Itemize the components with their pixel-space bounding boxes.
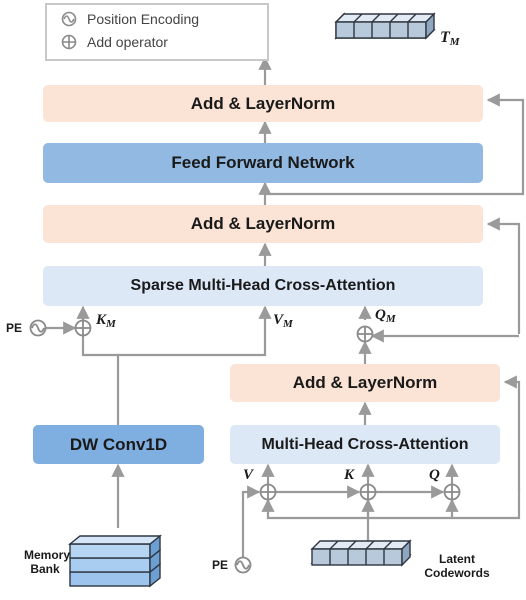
vm-label-base: V (273, 312, 284, 328)
residual-inner-attn (503, 375, 521, 490)
vm-label: VM (273, 312, 293, 330)
legend-label-add-operator: Add operator (87, 34, 168, 50)
add-operator-v (259, 483, 277, 501)
add-layernorm-inner: Add & LayerNorm (230, 364, 500, 402)
feed-forward-network-label: Feed Forward Network (171, 153, 355, 172)
output-label-base: T (440, 29, 450, 46)
km-label-sub: M (106, 318, 116, 330)
memory-bank-label-line1: Memory (24, 548, 71, 562)
latent-codewords-label-line1: Latent (439, 552, 475, 566)
add-layernorm-top-label: Add & LayerNorm (190, 93, 336, 113)
pe-symbol-bottom (234, 556, 252, 574)
add-layernorm-middle: Add & LayerNorm (43, 205, 483, 243)
sparse-cross-attention: Sparse Multi-Head Cross-Attention (43, 266, 483, 306)
qm-label-base: Q (375, 307, 386, 323)
residual-sparse-attn (486, 217, 521, 334)
dw-conv1d-label: DW Conv1D (69, 434, 168, 454)
add-operator-km (74, 319, 92, 337)
legend-item-position-encoding: Position Encoding (61, 11, 199, 27)
km-label: KM (96, 312, 116, 330)
output-label: TM (440, 29, 460, 48)
output-label-sub: M (449, 36, 460, 48)
add-operator-qm (356, 325, 374, 343)
multi-head-cross-attention: Multi-Head Cross-Attention (230, 425, 500, 464)
latent-to-residual (452, 488, 521, 520)
add-operator-k (359, 483, 377, 501)
pe-left-label: PE (6, 321, 23, 335)
residual-ffn (265, 93, 525, 196)
feed-forward-network: Feed Forward Network (43, 143, 483, 183)
add-operator-icon (61, 34, 77, 50)
add-operator-q (443, 483, 461, 501)
pe-symbol-left (29, 319, 47, 337)
pe-bottom-wire (241, 485, 261, 558)
sparse-cross-attention-label: Sparse Multi-Head Cross-Attention (130, 277, 396, 294)
dw-conv1d: DW Conv1D (33, 425, 204, 464)
latent-codewords-icon (310, 539, 412, 567)
latent-codewords-label-line2: Codewords (424, 566, 490, 581)
dwconv-to-vm (118, 305, 272, 357)
position-encoding-icon (61, 11, 77, 27)
latent-to-q-adder (368, 498, 459, 520)
legend-label-position-encoding: Position Encoding (87, 11, 200, 27)
add-layernorm-middle-label: Add & LayerNorm (190, 214, 336, 233)
output-tensor-icon (334, 12, 436, 40)
latent-to-v-adder (261, 498, 368, 520)
q-label: Q (429, 467, 440, 483)
km-label-base: K (96, 312, 107, 328)
v-label: V (243, 467, 254, 483)
memory-bank-icon (68, 534, 162, 588)
legend: Position Encoding Add operator (45, 3, 269, 61)
memory-bank-label: Memory Bank (24, 548, 71, 577)
qm-label: QM (375, 307, 396, 325)
multi-head-cross-attention-label: Multi-Head Cross-Attention (261, 435, 469, 453)
k-label: K (344, 467, 355, 483)
dwconv-to-km (81, 336, 120, 425)
add-layernorm-top: Add & LayerNorm (43, 85, 483, 122)
pe-bottom-label: PE (212, 558, 229, 572)
memory-bank-label-line2: Bank (30, 562, 60, 577)
add-layernorm-inner-label: Add & LayerNorm (292, 373, 438, 392)
qm-label-sub: M (385, 313, 396, 325)
vm-label-sub: M (283, 318, 293, 330)
latent-codewords-label: Latent Codewords (418, 552, 496, 581)
legend-item-add-operator: Add operator (61, 34, 168, 50)
